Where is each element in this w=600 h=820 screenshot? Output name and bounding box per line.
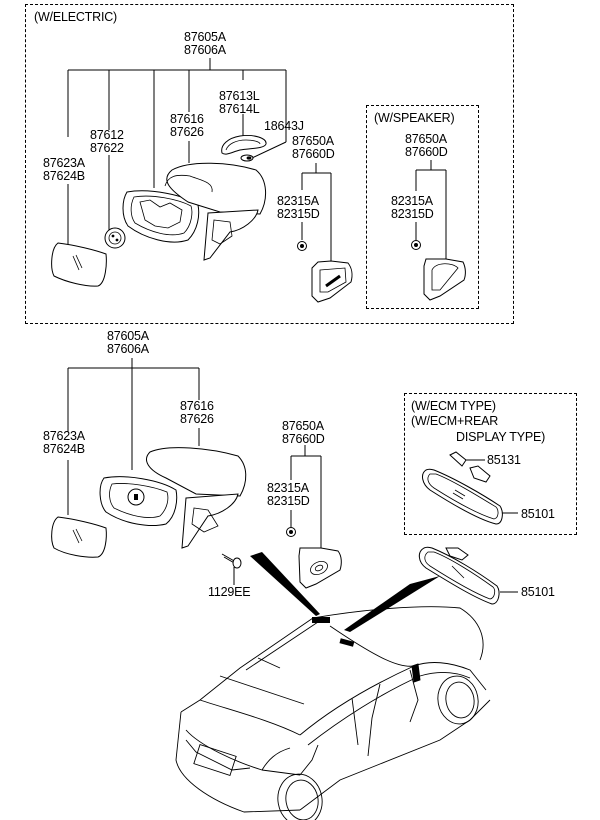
speaker-leader-lines: [415, 160, 447, 259]
electric-assembly-label-2: 87606A: [184, 43, 226, 57]
electric-cover-label-2: 87626: [170, 125, 204, 139]
vehicle-illustration: [175, 606, 491, 820]
manual-mirror-housing: [99, 447, 247, 549]
electric-garnish-label-1: 87650A: [292, 134, 334, 148]
electric-clip: [297, 241, 307, 251]
manual-cover-label-1: 87616: [180, 399, 214, 413]
group-speaker-box: [366, 105, 479, 309]
ecm-leader-lines: [466, 459, 518, 514]
manual-assembly-label-1: 87605A: [107, 329, 149, 343]
electric-actuator-label-1: 87612: [90, 128, 124, 142]
manual-garnish: [298, 547, 342, 589]
ecm-group-title-2: (W/ECM+REAR: [411, 414, 499, 428]
manual-glass-label-2: 87624B: [43, 442, 85, 456]
electric-leader-lines: [67, 58, 332, 262]
manual-garnish-label-1: 87650A: [282, 419, 324, 433]
electric-bulb-label: 18643J: [264, 119, 304, 133]
group-ecm-box: [404, 393, 577, 535]
speaker-group-title: (W/SPEAKER): [374, 111, 455, 125]
electric-side-repeater: [221, 135, 267, 155]
ecm-group-title-1: (W/ECM TYPE): [411, 399, 496, 413]
electric-actuator-label-2: 87622: [90, 141, 124, 155]
inside-mirror-std-label: 85101: [521, 585, 555, 599]
manual-screw-label: 1129EE: [208, 585, 251, 599]
manual-leader-lines: [67, 358, 322, 585]
electric-repeater-label-1: 87613L: [219, 89, 260, 103]
manual-clip-label-2: 82315D: [267, 494, 310, 508]
electric-actuator: [104, 227, 126, 249]
manual-screw: [221, 553, 242, 569]
manual-glass-label-1: 87623A: [43, 429, 85, 443]
electric-clip-label-1: 82315A: [277, 194, 319, 208]
ecm-inside-mirror: [422, 468, 503, 525]
group-electric-box: [25, 4, 514, 324]
speaker-garnish-label-1: 87650A: [405, 132, 447, 146]
manual-assembly-label-2: 87606A: [107, 342, 149, 356]
ecm-group-title-3: DISPLAY TYPE): [456, 430, 546, 444]
ecm-cover-label: 85131: [487, 453, 521, 467]
speaker-garnish-label-2: 87660D: [405, 145, 448, 159]
electric-mirror-glass: [51, 242, 107, 287]
electric-glass-label-1: 87623A: [43, 156, 85, 170]
electric-clip-label-2: 82315D: [277, 207, 320, 221]
electric-mirror-housing: [122, 162, 266, 261]
electric-group-title: (W/ELECTRIC): [34, 10, 118, 24]
speaker-clip: [411, 240, 421, 250]
pointer-wedges: [250, 552, 440, 632]
ecm-cover: [449, 451, 491, 483]
electric-repeater-label-2: 87614L: [219, 102, 260, 116]
speaker-clip-label-1: 82315A: [391, 194, 433, 208]
ecm-inside-mirror-label: 85101: [521, 507, 555, 521]
electric-glass-label-2: 87624B: [43, 169, 85, 183]
inside-mirror-std: [418, 546, 518, 605]
electric-assembly-label-1: 87605A: [184, 30, 226, 44]
speaker-clip-label-2: 82315D: [391, 207, 434, 221]
electric-cover-label-1: 87616: [170, 112, 204, 126]
speaker-garnish: [423, 258, 466, 301]
electric-garnish: [311, 260, 353, 303]
manual-mirror-glass: [51, 516, 107, 558]
manual-cover-label-2: 87626: [180, 412, 214, 426]
manual-clip: [286, 527, 296, 537]
manual-garnish-label-2: 87660D: [282, 432, 325, 446]
electric-garnish-label-2: 87660D: [292, 147, 335, 161]
manual-clip-label-1: 82315A: [267, 481, 309, 495]
electric-bulb: [240, 154, 254, 162]
